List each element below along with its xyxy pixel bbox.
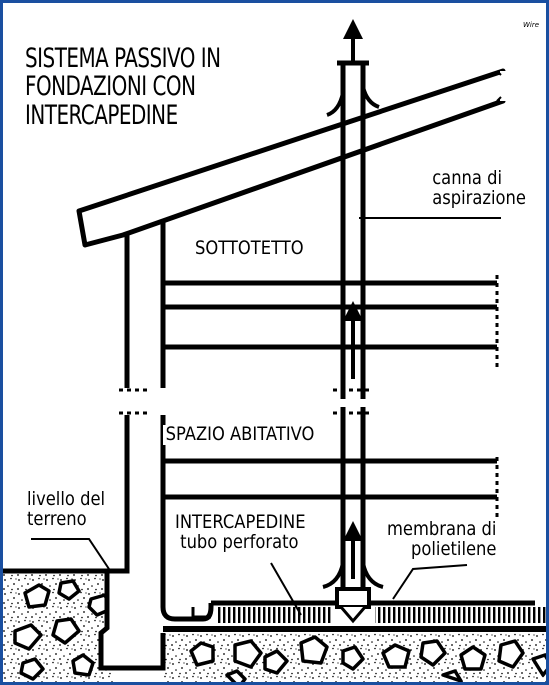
floor-slabs — [160, 280, 497, 622]
diagram-title: SISTEMA PASSIVO IN FONDAZIONI CON INTERC… — [25, 43, 221, 131]
label-membrana: membrana di polietilene — [387, 518, 497, 560]
house-cross-section — [3, 19, 546, 682]
label-canna-aspirazione: canna di aspirazione — [432, 167, 526, 209]
leader-lines — [31, 217, 501, 616]
outer-wall — [98, 221, 369, 671]
foundation-slab — [163, 600, 546, 632]
label-sottotetto: SOTTOTETTO — [195, 237, 304, 259]
label-spazio-abitativo: SPAZIO ABITATIVO — [163, 424, 317, 445]
suction-pipe — [322, 60, 384, 624]
airflow-arrows — [343, 19, 363, 579]
label-intercapedine: INTERCAPEDINE tubo perforato — [175, 511, 306, 553]
artist-signature: Wire — [523, 21, 540, 29]
label-livello-terreno: livello del terreno — [27, 488, 106, 530]
roof-slab — [76, 68, 506, 248]
ground-soil — [3, 568, 546, 682]
